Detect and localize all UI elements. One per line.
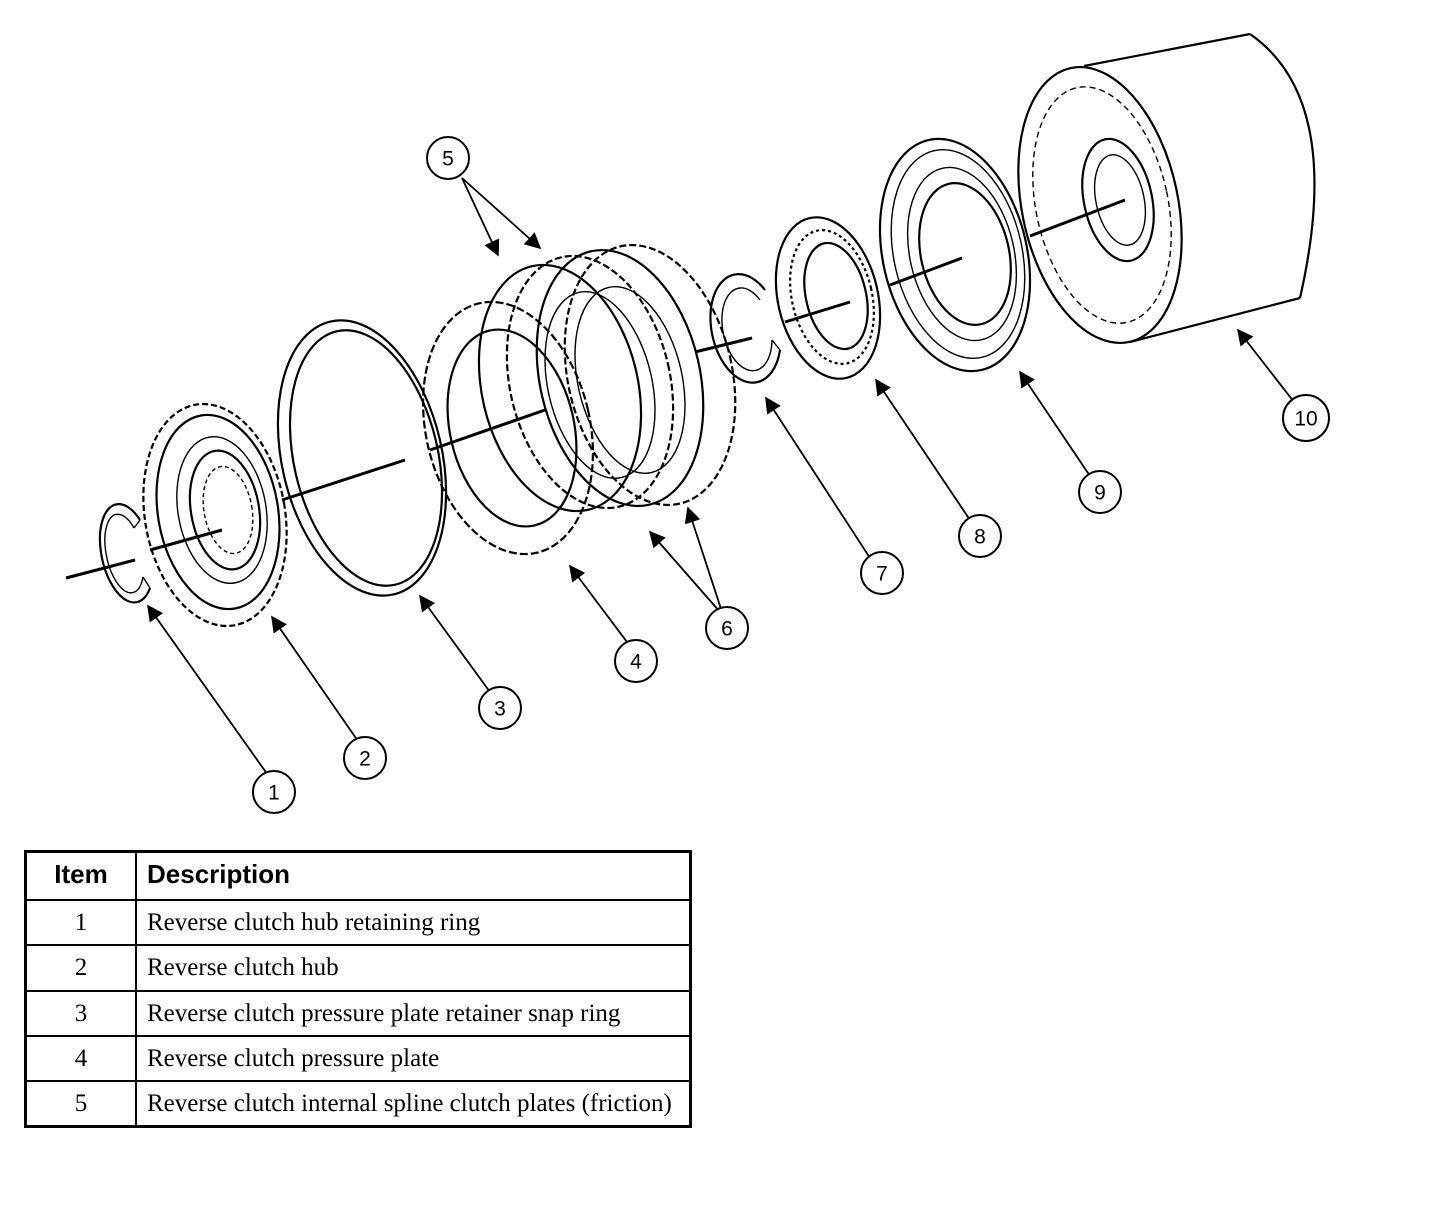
exploded-view-diagram: 1 2 3 4 5 6 7 8 9 10 xyxy=(65,32,1330,814)
item-header: Item xyxy=(24,850,137,901)
callout-9-label: 9 xyxy=(1094,482,1106,505)
item-description: Reverse clutch hub xyxy=(135,944,692,992)
callout-8-label: 8 xyxy=(974,526,986,549)
callout-4-label: 4 xyxy=(630,651,642,674)
table-row: 4 Reverse clutch pressure plate xyxy=(24,1034,692,1083)
item-number: 1 xyxy=(24,898,137,947)
callout-3: 3 xyxy=(478,686,522,730)
assembly-axis xyxy=(65,198,1126,580)
part-pressure-plate xyxy=(421,300,595,556)
callout-5: 5 xyxy=(426,136,470,180)
callout-7: 7 xyxy=(860,551,904,595)
item-number: 5 xyxy=(24,1080,137,1128)
callout-6-label: 6 xyxy=(721,618,733,641)
part-washer xyxy=(709,273,782,384)
part-seal xyxy=(878,137,1032,373)
description-header: Description xyxy=(135,850,692,901)
part-clutch-hub xyxy=(142,402,288,628)
callout-5-label: 5 xyxy=(442,148,454,171)
callout-1: 1 xyxy=(252,770,296,814)
item-description: Reverse clutch internal spline clutch pl… xyxy=(135,1080,692,1128)
part-snap-ring xyxy=(276,319,448,597)
callout-2-label: 2 xyxy=(359,748,371,771)
callout-10-label: 10 xyxy=(1294,408,1317,431)
callout-10: 10 xyxy=(1282,394,1330,442)
item-number: 4 xyxy=(24,1034,137,1083)
part-bearing xyxy=(774,216,882,380)
item-number: 2 xyxy=(24,944,137,992)
callout-2: 2 xyxy=(343,736,387,780)
callout-7-label: 7 xyxy=(876,563,888,586)
item-number: 3 xyxy=(24,989,137,1037)
part-clutch-plate-stack xyxy=(477,243,737,513)
part-drum xyxy=(1017,32,1316,344)
item-description: Reverse clutch hub retaining ring xyxy=(135,898,692,947)
table-row: 1 Reverse clutch hub retaining ring xyxy=(24,898,692,947)
table-row: 5 Reverse clutch internal spline clutch … xyxy=(24,1080,692,1128)
callout-9: 9 xyxy=(1078,470,1122,514)
legend-header-row: Item Description xyxy=(24,850,692,901)
callout-8: 8 xyxy=(958,514,1002,558)
callout-6: 6 xyxy=(705,606,749,650)
callout-3-label: 3 xyxy=(494,698,506,721)
table-row: 2 Reverse clutch hub xyxy=(24,944,692,992)
table-row: 3 Reverse clutch pressure plate retainer… xyxy=(24,989,692,1037)
item-description: Reverse clutch pressure plate xyxy=(135,1034,692,1083)
callout-1-label: 1 xyxy=(268,782,280,805)
item-description: Reverse clutch pressure plate retainer s… xyxy=(135,989,692,1037)
leader-lines xyxy=(147,177,1295,779)
callout-4: 4 xyxy=(614,639,658,683)
part-retaining-ring xyxy=(98,502,152,604)
legend-table: Item Description 1 Reverse clutch hub re… xyxy=(24,850,692,1129)
